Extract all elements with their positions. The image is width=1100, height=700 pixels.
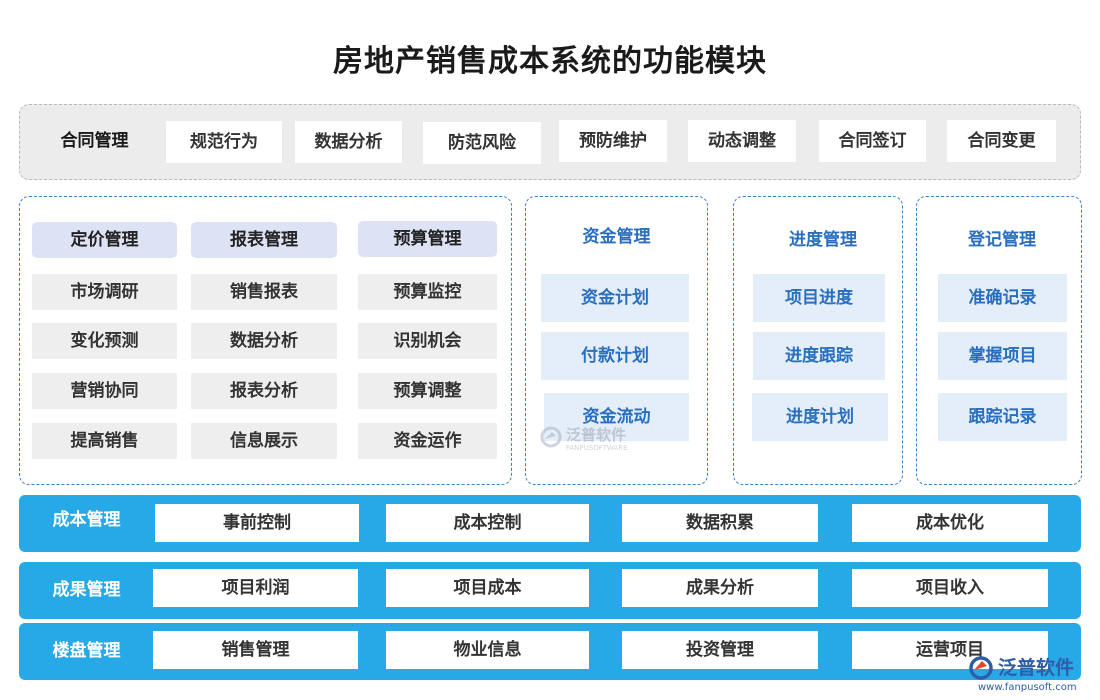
contract-label: 合同管理 xyxy=(60,131,129,151)
budget-head: 预算管理 xyxy=(358,221,497,257)
cost-item: 事前控制 xyxy=(155,504,359,542)
budget-item: 预算监控 xyxy=(358,274,497,310)
results-item: 成果分析 xyxy=(622,569,818,607)
watermark-sub: FANPUSOFTWARE xyxy=(566,444,628,452)
report-head: 报表管理 xyxy=(191,222,337,258)
contract-item: 动态调整 xyxy=(688,120,796,162)
results-item: 项目利润 xyxy=(153,569,358,607)
report-item: 报表分析 xyxy=(191,373,337,409)
property-item: 物业信息 xyxy=(386,631,589,669)
registration-item: 跟踪记录 xyxy=(938,393,1067,441)
contract-item: 合同变更 xyxy=(947,120,1056,162)
progress-item: 进度计划 xyxy=(752,393,888,441)
progress-head: 进度管理 xyxy=(789,230,857,250)
registration-item: 准确记录 xyxy=(938,274,1067,322)
cost-item: 成本控制 xyxy=(386,504,589,542)
contract-item: 数据分析 xyxy=(295,121,402,163)
funds-item: 资金流动 xyxy=(544,393,689,441)
progress-item: 进度跟踪 xyxy=(753,332,885,380)
report-item: 销售报表 xyxy=(191,274,337,310)
cost-management-label: 成本管理 xyxy=(52,510,121,530)
contract-item: 预防维护 xyxy=(559,120,667,162)
registration-item: 掌握项目 xyxy=(938,332,1067,380)
watermark-logo: 泛普软件 FANPUSOFTWARE xyxy=(540,420,650,456)
report-item: 信息展示 xyxy=(191,423,337,459)
property-item: 销售管理 xyxy=(153,631,358,669)
results-item: 项目收入 xyxy=(852,569,1048,607)
property-item: 运营项目 xyxy=(852,631,1048,669)
progress-item: 项目进度 xyxy=(753,274,885,322)
brand-logo: 泛普软件 www.fanpusoft.com xyxy=(968,652,1096,698)
pricing-item: 提高销售 xyxy=(32,423,177,459)
funds-head: 资金管理 xyxy=(582,227,651,247)
funds-item: 资金计划 xyxy=(541,274,689,322)
pricing-head: 定价管理 xyxy=(32,222,177,258)
cost-item: 成本优化 xyxy=(852,504,1048,542)
pricing-item: 变化预测 xyxy=(32,323,177,359)
watermark-name: 泛普软件 xyxy=(566,426,627,444)
property-management-label: 楼盘管理 xyxy=(52,641,121,661)
pricing-item: 市场调研 xyxy=(32,274,177,310)
budget-item: 预算调整 xyxy=(358,373,497,409)
funds-item: 付款计划 xyxy=(541,332,689,380)
property-item: 投资管理 xyxy=(622,631,818,669)
registration-head: 登记管理 xyxy=(968,230,1036,250)
watermark-icon xyxy=(540,426,562,448)
results-management-label: 成果管理 xyxy=(52,580,121,600)
report-item: 数据分析 xyxy=(191,323,337,359)
brand-name: 泛普软件 xyxy=(998,657,1075,679)
results-item: 项目成本 xyxy=(386,569,589,607)
brand-url: www.fanpusoft.com xyxy=(978,682,1077,693)
brand-icon xyxy=(969,656,993,680)
cost-item: 数据积累 xyxy=(622,504,818,542)
pricing-item: 营销协同 xyxy=(32,373,177,409)
budget-item: 识别机会 xyxy=(358,323,497,359)
budget-item: 资金运作 xyxy=(358,423,497,459)
contract-item: 规范行为 xyxy=(166,121,282,163)
contract-item: 合同签订 xyxy=(819,120,926,162)
page-title: 房地产销售成本系统的功能模块 xyxy=(333,44,767,79)
contract-item: 防范风险 xyxy=(423,122,541,164)
